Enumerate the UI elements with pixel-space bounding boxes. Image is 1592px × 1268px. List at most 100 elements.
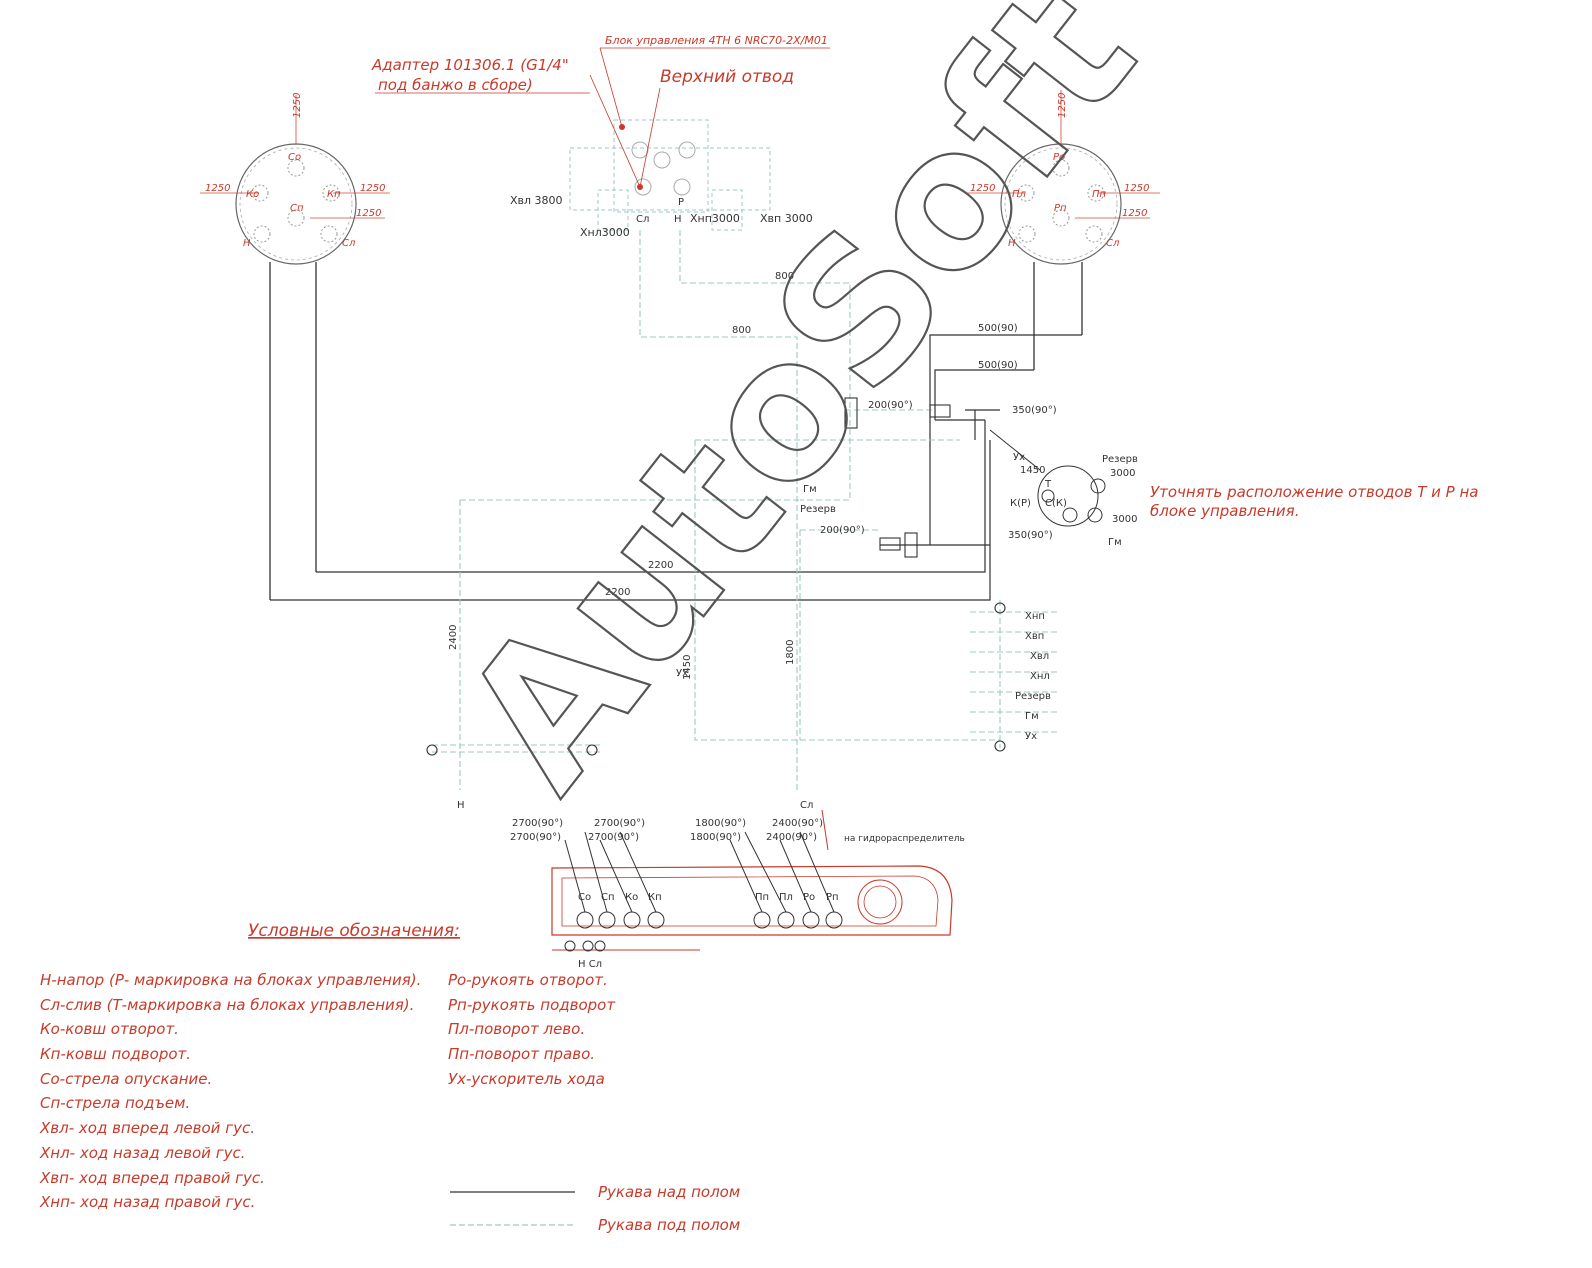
legend-left-5: Сп-стрела подъем.: [40, 1094, 190, 1112]
valve-label-kp: Кп: [648, 892, 662, 903]
legend-left-6: Хвл- ход вперед левой гус.: [39, 1119, 255, 1137]
legend-right-4: Ух-ускоритель хода: [448, 1070, 605, 1088]
dim-200-b: 200(90°): [820, 525, 865, 536]
gm-length: 3000: [1112, 514, 1137, 525]
legend-right-1: Рп-рукоять подворот: [448, 996, 616, 1014]
valve-cluster: [989, 429, 1106, 527]
dist-dim-top-3: 1800(90°): [695, 818, 746, 829]
left-control-unit: Со Ко Кп Сп Н Сл 1250 1250 1250 1250: [200, 93, 390, 600]
right-right-port: Пп: [1092, 189, 1107, 200]
uh-label: Ух: [1013, 452, 1025, 463]
center-hvl-label: Хвл 3800: [510, 194, 563, 207]
right-left-port: Пл: [1012, 189, 1027, 200]
dim-2200-b: 2200: [605, 587, 630, 598]
valve-label-rp: Рп: [826, 892, 839, 903]
dist-dim-bottom-4: 2400(90°): [766, 832, 817, 843]
dist-dim-top-2: 2700(90°): [594, 818, 645, 829]
fittings: [426, 397, 1006, 756]
kr-label: К(Р): [1010, 498, 1031, 509]
valve-label-ko: Ко: [625, 892, 638, 903]
legend-left-2: Ко-ковш отворот.: [40, 1020, 179, 1038]
center-sl-port: Сл: [636, 214, 649, 225]
side-tag-reserve: Резерв: [1015, 691, 1051, 702]
dist-dim-bottom-2: 2700(90°): [588, 832, 639, 843]
dim-2400: 2400: [448, 625, 459, 650]
legend-right-0: Ро-рукоять отворот.: [448, 971, 608, 989]
dim-500-a: 500(90): [978, 323, 1018, 334]
upper-outlet-label: Верхний отвод: [660, 67, 794, 87]
right-dim-right2: 1250: [1122, 208, 1147, 219]
note-line-1: Уточнять расположение отводов Т и Р на: [1150, 483, 1478, 501]
valve-label-pl: Пл: [779, 892, 793, 903]
center-p-port: Р: [678, 197, 684, 208]
side-tag-hvl: Хвл: [1030, 651, 1049, 662]
legend-line-below: Рукава под полом: [598, 1216, 740, 1234]
dim-1800: 1800: [785, 640, 796, 665]
sl-low-label: Сл: [800, 800, 813, 811]
right-control-unit: Ро Пл Пп Рп Н Сл 1250 1250 1250 1250: [965, 90, 1160, 370]
legend-title: Условные обозначения:: [248, 921, 460, 941]
dist-dim-bottom-1: 2700(90°): [510, 832, 561, 843]
center-hnl-label: Хнл3000: [580, 226, 630, 239]
right-dim-left: 1250: [970, 183, 995, 194]
legend-left-column: Н-напор (Р- маркировка на блоках управле…: [39, 971, 421, 1211]
dim-800-b: 800: [732, 325, 751, 336]
valve-label-ro: Ро: [803, 892, 815, 903]
reserve-label: Резерв: [1102, 454, 1138, 465]
distributor-caption: на гидрораспределитель: [844, 834, 965, 844]
side-tag-uh: Ух: [1025, 731, 1037, 742]
sk-label: С(К): [1045, 498, 1067, 509]
center-hvp-label: Хвп 3000: [760, 212, 813, 225]
legend-left-8: Хвп- ход вперед правой гус.: [39, 1169, 265, 1187]
legend-left-9: Хнп- ход назад правой гус.: [39, 1193, 255, 1211]
side-tags: Хнп Хвп Хвл Хнл Резерв Гм Ух: [1015, 611, 1051, 742]
dist-dim-top-1: 2700(90°): [512, 818, 563, 829]
center-hnp-label: Хнп3000: [690, 212, 740, 225]
left-dim-right2: 1250: [356, 208, 381, 219]
left-dim-right: 1250: [360, 183, 385, 194]
dist-dim-bottom-3: 1800(90°): [690, 832, 741, 843]
side-tag-gm: Гм: [1025, 711, 1039, 722]
left-sl-port: Сл: [342, 238, 356, 249]
dim-350-b: 350(90°): [1008, 530, 1053, 541]
dist-dim-top-4: 2400(90°): [772, 818, 823, 829]
hydraulic-distributor: [551, 809, 953, 952]
left-top-port: Со: [288, 152, 301, 163]
dim-2200-a: 2200: [648, 560, 673, 571]
right-center-port: Рп: [1054, 203, 1067, 214]
legend-left-0: Н-напор (Р- маркировка на блоках управле…: [40, 971, 421, 989]
dim-1450-b: 1450: [1020, 465, 1045, 476]
right-n-port: Н: [1008, 238, 1016, 249]
valve-label-pp: Пп: [755, 892, 769, 903]
gm-label-right: Гм: [1108, 537, 1122, 548]
dim-800-a: 800: [775, 271, 794, 282]
dim-200-a: 200(90°): [868, 400, 913, 411]
left-center-port: Сп: [290, 203, 304, 214]
right-sl-port: Сл: [1106, 238, 1120, 249]
uh-label-left: Ух: [676, 668, 688, 679]
side-tag-hnl: Хнл: [1030, 671, 1050, 682]
right-dim-right: 1250: [1124, 183, 1149, 194]
left-n-port: Н: [243, 238, 251, 249]
hoses-above-floor: [270, 334, 1082, 601]
note-line-2: блоке управления.: [1150, 502, 1299, 520]
t-label: Т: [1044, 479, 1052, 490]
adapter-line-2: под банжо в сборе): [378, 76, 533, 94]
left-left-port: Ко: [246, 189, 259, 200]
legend-left-4: Со-стрела опускание.: [40, 1070, 212, 1088]
center-n-port: Н: [674, 214, 682, 225]
valve-label-sp: Сп: [601, 892, 615, 903]
gm-label-left: Гм: [803, 484, 817, 495]
left-dim-top: 1250: [292, 93, 303, 118]
legend-right-column: Ро-рукоять отворот. Рп-рукоять подворот …: [448, 971, 616, 1088]
n-low-label: Н: [457, 800, 465, 811]
right-dim-top: 1250: [1057, 93, 1068, 118]
left-right-port: Кп: [327, 189, 341, 200]
control-block-title: Блок управления 4TH 6 NRC70-2X/M01: [605, 34, 828, 47]
dim-350-a: 350(90°): [1012, 405, 1057, 416]
side-tag-hvp: Хвп: [1025, 631, 1044, 642]
adapter-line-1: Адаптер 101306.1 (G1/4": [371, 56, 569, 74]
header-leaders: [375, 47, 830, 188]
reserve-label-left: Резерв: [800, 504, 836, 515]
